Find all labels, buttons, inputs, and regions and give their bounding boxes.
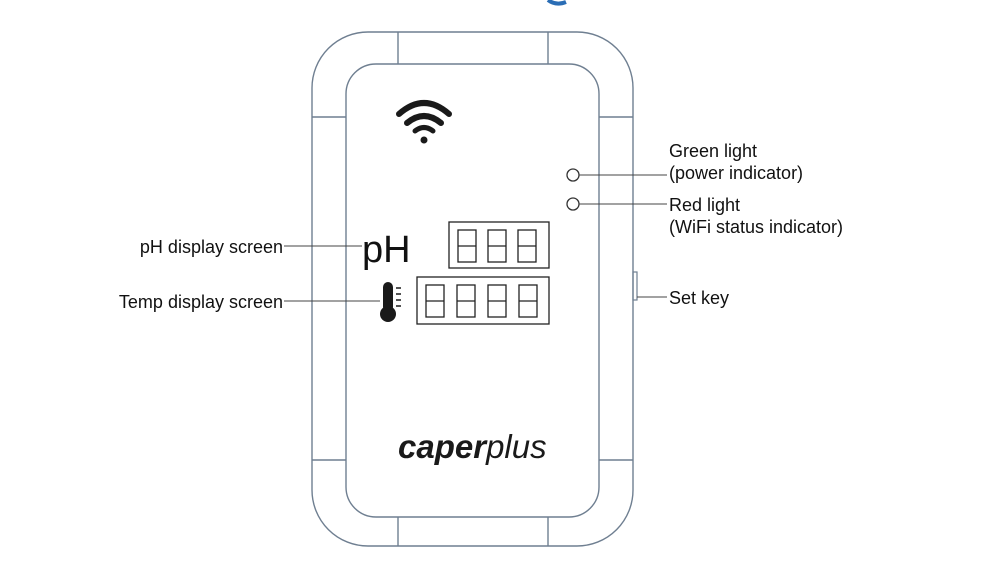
- seven-segment-digit: [425, 284, 445, 318]
- red-light-label: Red light (WiFi status indicator): [669, 195, 843, 237]
- seven-segment-digit: [518, 284, 538, 318]
- red-light-indicator: [566, 197, 580, 211]
- green-light-label: Green light (power indicator): [669, 141, 803, 183]
- wifi-icon: [396, 100, 452, 144]
- seven-segment-digit: [487, 284, 507, 318]
- seven-segment-digit: [457, 229, 477, 263]
- set-key-label: Set key: [669, 288, 729, 308]
- green-light-indicator: [566, 168, 580, 182]
- ph-symbol: pH: [362, 229, 411, 271]
- brand-logo: caperplus: [398, 428, 547, 465]
- device-body: [311, 31, 634, 547]
- ph-display-screen: [448, 221, 550, 269]
- thermometer-icon: [380, 282, 401, 322]
- ph-display-label: pH display screen: [140, 237, 283, 257]
- seven-segment-digit: [487, 229, 507, 263]
- temp-display-label: Temp display screen: [119, 292, 283, 312]
- temp-display-screen: [416, 276, 550, 325]
- seven-segment-digit: [456, 284, 476, 318]
- title-fragment: [546, 0, 567, 6]
- set-key-button[interactable]: [632, 271, 638, 301]
- seven-segment-digit: [517, 229, 537, 263]
